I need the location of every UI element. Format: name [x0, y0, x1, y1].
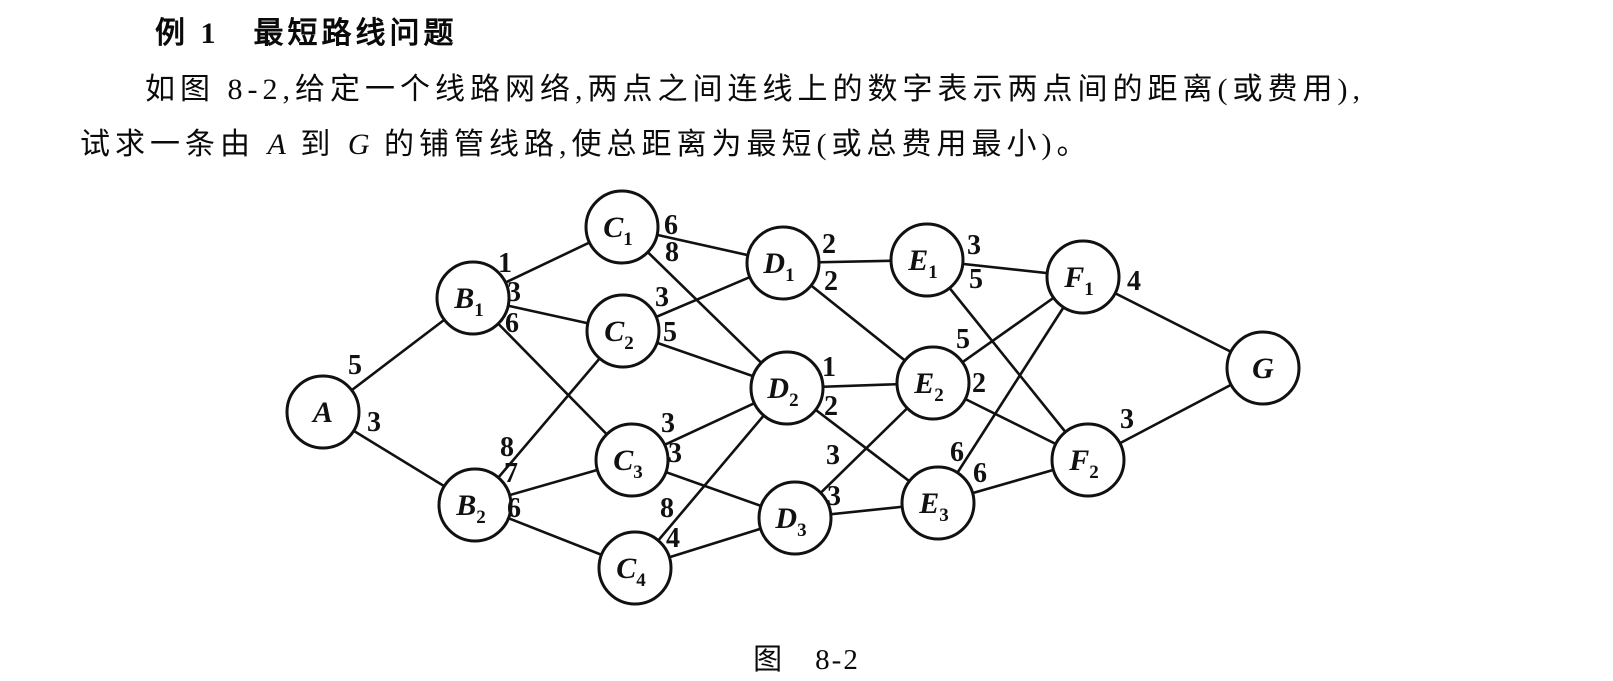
node-B2 — [437, 467, 513, 543]
node-label-E1: E1 — [907, 244, 938, 283]
node-label-C4: C4 — [616, 552, 646, 591]
edge-C4-D2 — [634, 387, 788, 569]
node-label-C3: C3 — [613, 444, 643, 483]
edge-weight-D2-E2: 1 — [822, 352, 836, 383]
edge-weight-B1-C1: 1 — [498, 248, 512, 279]
edge-weight-C4-D3: 4 — [666, 523, 680, 554]
node-G — [1225, 330, 1301, 406]
edge-weight-E3-F1: 6 — [950, 437, 964, 468]
edge-weight-D1-E1: 2 — [822, 229, 836, 260]
edge-weight-B1-C3: 6 — [505, 308, 519, 339]
node-F2 — [1050, 422, 1126, 498]
variable-text: G — [347, 128, 372, 161]
node-C3 — [594, 422, 670, 498]
node-D3 — [757, 480, 833, 556]
node-label-B2: B2 — [455, 489, 486, 528]
edge-weight-F2-G: 3 — [1120, 404, 1134, 435]
paragraph-line-1: 如图 8-2,给定一个线路网络,两点之间连线上的数字表示两点间的距离(或费用), — [145, 72, 1365, 108]
node-label-E3: E3 — [918, 487, 949, 526]
plain-text: 试求一条由 — [80, 128, 268, 161]
edge-weight-C3-D2: 3 — [661, 408, 675, 439]
plain-text: 如图 8-2,给定一个线路网络,两点之间连线上的数字表示两点间的距离(或费用), — [145, 73, 1365, 106]
node-label-D1: D1 — [762, 247, 794, 286]
edge-E3-F1 — [936, 276, 1085, 504]
edge-weight-C1-D1: 6 — [664, 210, 678, 241]
node-label-B1: B1 — [453, 282, 484, 321]
edge-C1-D2 — [621, 226, 788, 389]
node-label-C2: C2 — [604, 315, 634, 354]
node-label-C1: C1 — [603, 211, 633, 250]
node-D2 — [749, 350, 825, 426]
edge-weight-B2-C4: 6 — [507, 493, 521, 524]
edge-weight-D2-E3: 2 — [824, 391, 838, 422]
node-label-G: G — [1252, 352, 1274, 385]
node-C2 — [585, 293, 661, 369]
edge-weight-E1-F2: 5 — [969, 264, 983, 295]
edge-B2-C2 — [474, 330, 624, 506]
node-A — [285, 374, 361, 450]
edge-weight-C3-D3: 3 — [668, 438, 682, 469]
edge-weight-F1-G: 4 — [1127, 266, 1141, 297]
edge-weight-C2-D2: 5 — [663, 317, 677, 348]
edge-weight-D1-E2: 2 — [824, 266, 838, 297]
edge-weight-A-B1: 5 — [348, 350, 362, 381]
paragraph-line-2: 试求一条由 A 到 G 的铺管线路,使总距离为最短(或总费用最小)。 — [80, 127, 1091, 163]
node-C4 — [597, 530, 673, 606]
variable-text: A — [267, 128, 288, 161]
edge-weight-D3-E2: 3 — [826, 440, 840, 471]
node-E1 — [889, 222, 965, 298]
edge-B1-C3 — [472, 297, 633, 461]
node-E2 — [895, 345, 971, 421]
figure-caption: 图 8-2 — [753, 644, 860, 676]
node-C1 — [584, 189, 660, 265]
node-F1 — [1045, 239, 1121, 315]
edge-weight-E2-F1: 5 — [956, 324, 970, 355]
edge-weight-C2-D1: 3 — [655, 282, 669, 313]
plain-text: 的铺管线路,使总距离为最短(或总费用最小)。 — [371, 128, 1092, 161]
node-label-F2: F2 — [1068, 444, 1099, 483]
node-label-D3: D3 — [774, 502, 806, 541]
example-heading: 例 1 最短路线问题 — [155, 17, 458, 50]
node-D1 — [745, 225, 821, 301]
edge-E1-F2 — [925, 259, 1090, 461]
node-label-D2: D2 — [766, 372, 798, 411]
node-label-A: A — [311, 396, 333, 429]
edge-weight-A-B2: 3 — [367, 407, 381, 438]
node-label-F1: F1 — [1063, 261, 1094, 300]
node-label-E2: E2 — [913, 367, 944, 406]
node-E3 — [900, 465, 976, 541]
edge-weight-C4-D2: 8 — [660, 493, 674, 524]
node-B1 — [435, 260, 511, 336]
edge-weight-D3-E3: 3 — [827, 481, 841, 512]
edge-weight-E3-F2: 6 — [973, 458, 987, 489]
plain-text: 到 — [287, 128, 348, 161]
edge-weight-E1-F1: 3 — [967, 230, 981, 261]
edge-weight-C1-D2: 8 — [665, 237, 679, 268]
edge-weight-B2-C3: 7 — [504, 458, 518, 489]
edge-weight-B1-C2: 3 — [507, 277, 521, 308]
edge-weight-E2-F2: 2 — [972, 368, 986, 399]
edge-weight-B2-C2: 8 — [500, 432, 514, 463]
